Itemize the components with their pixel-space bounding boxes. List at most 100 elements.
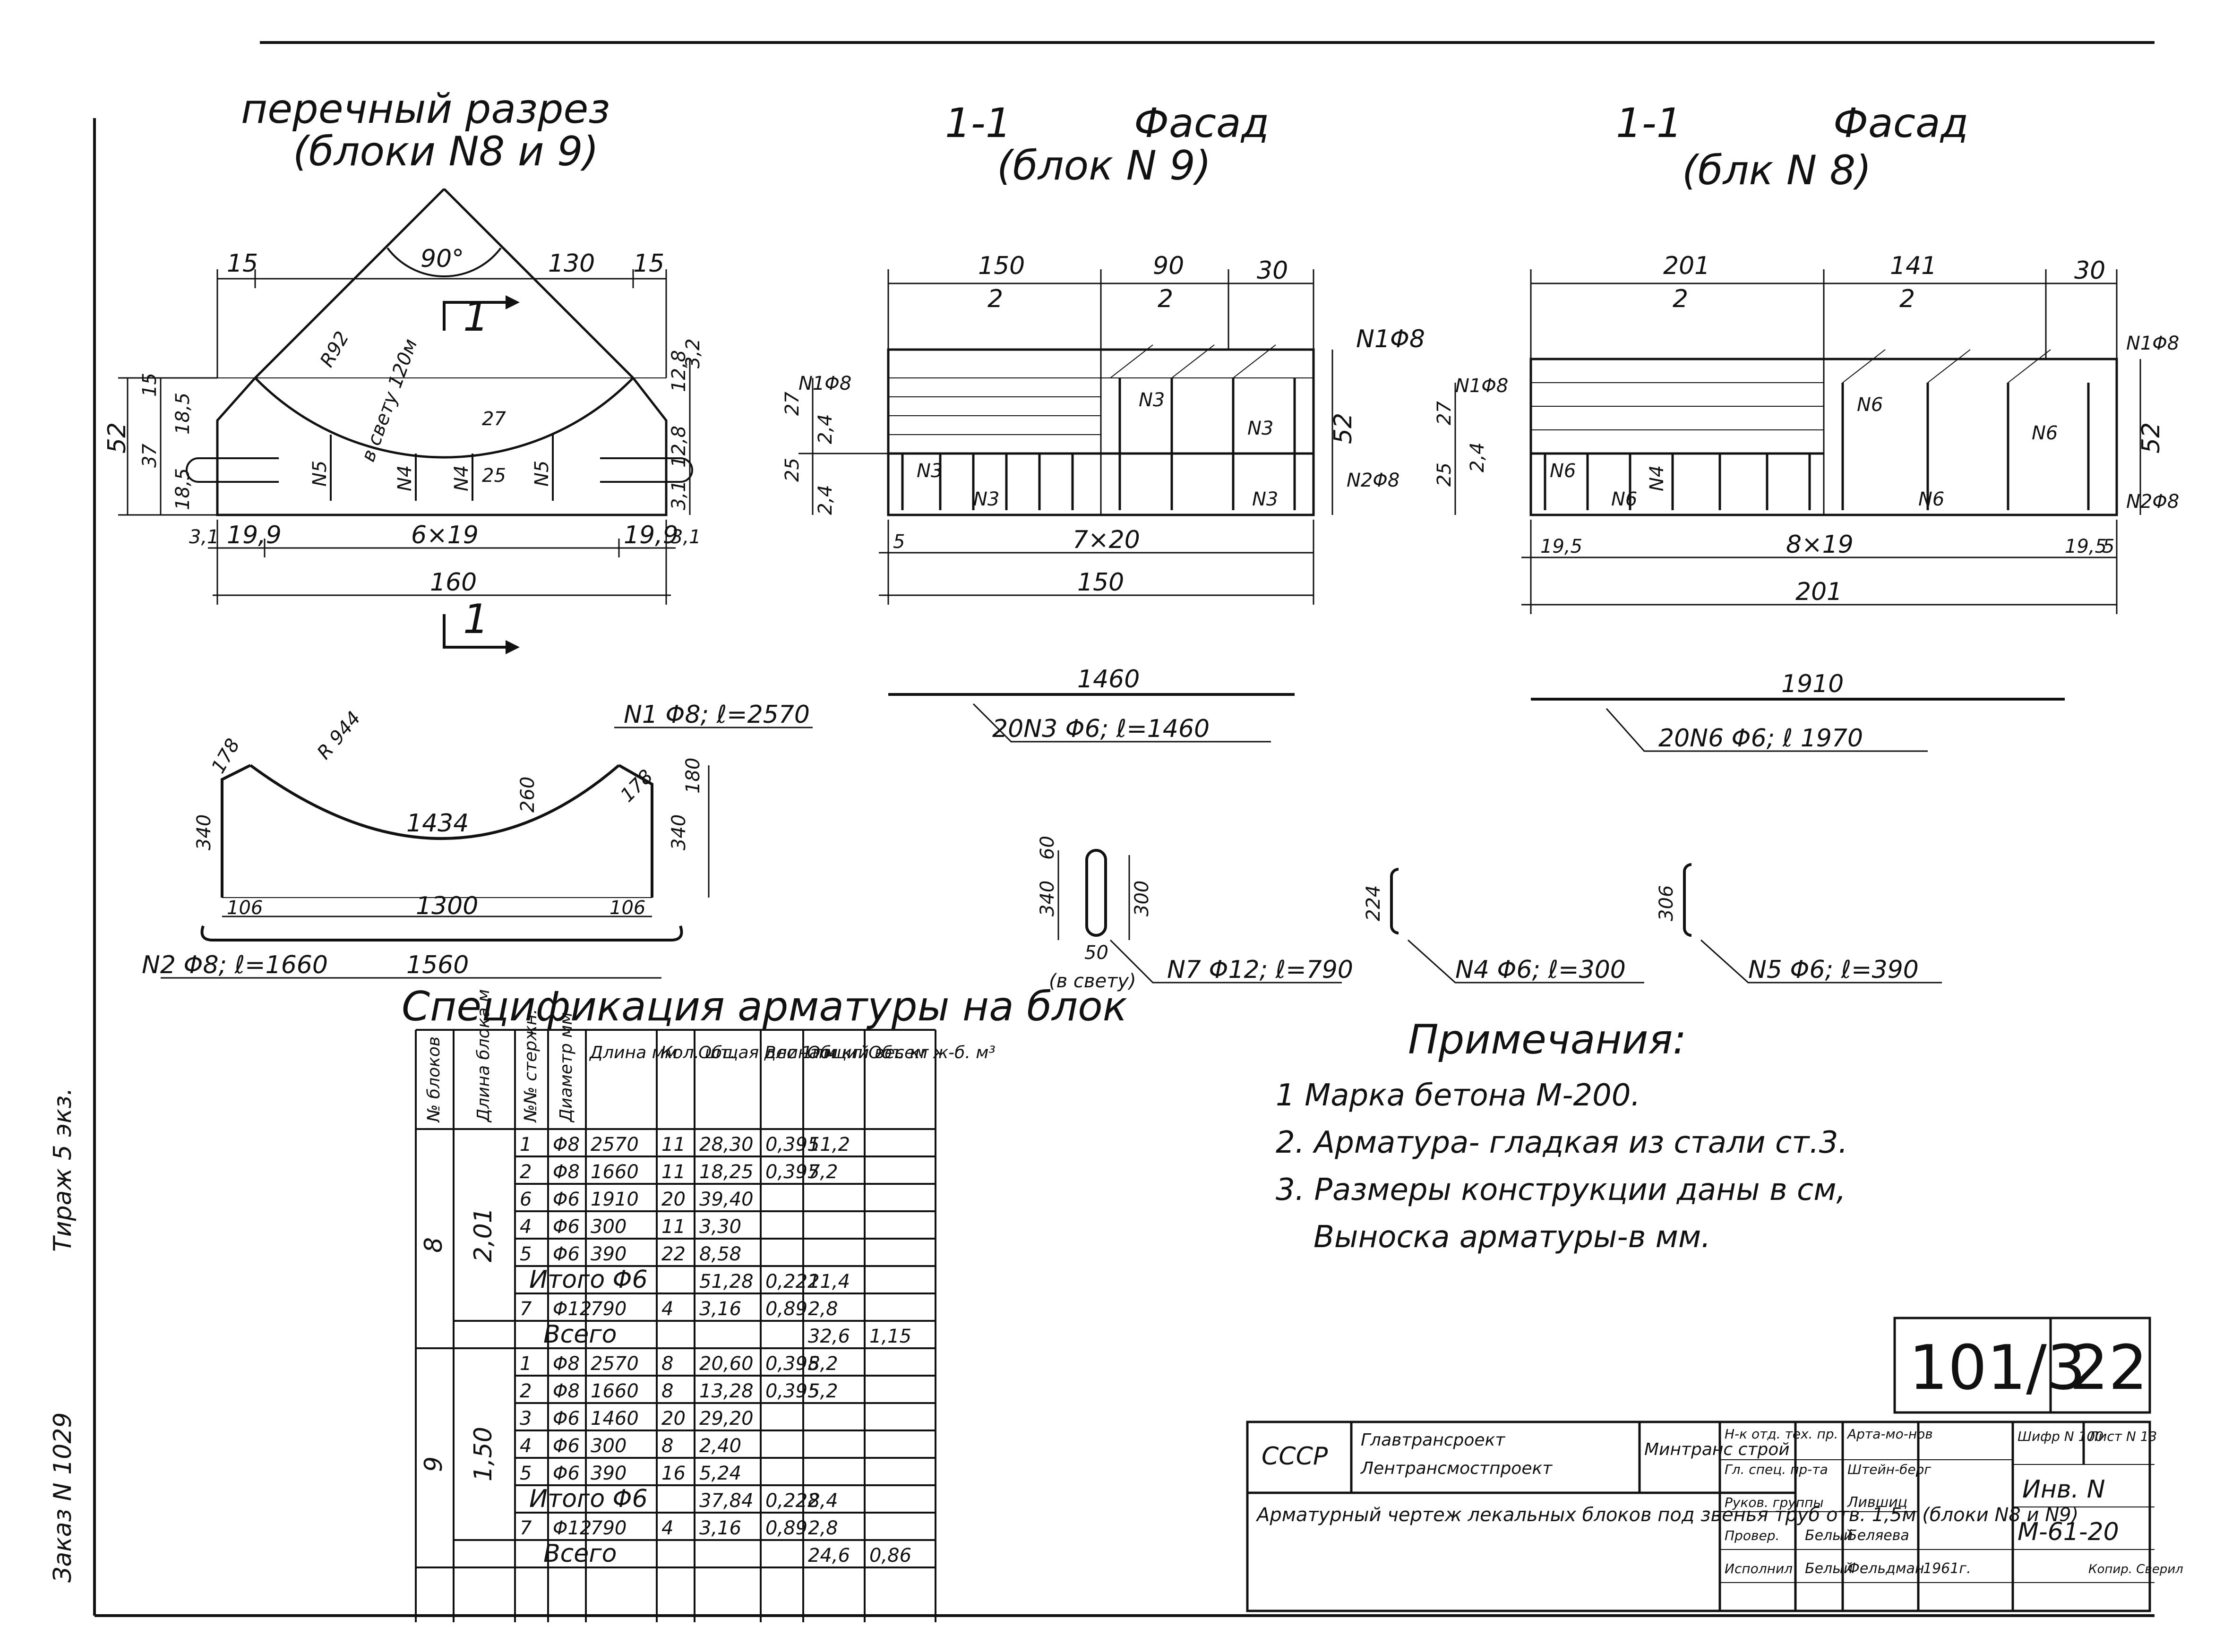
spec-cell: 8,4 [808, 1490, 838, 1512]
spec-cell: 3 [520, 1408, 532, 1429]
spec-cell: 0,395 [765, 1380, 820, 1402]
cross-bar-n5a: N5 [309, 461, 331, 487]
bar-n6-len: 1910 [1781, 670, 1844, 698]
spec-cell: 2 [520, 1380, 532, 1402]
facade9-dim-a-bot: 2 [987, 285, 1003, 313]
cross-clear: в свету 120м [357, 336, 421, 464]
spec-cell: 1 [520, 1134, 532, 1156]
cross-radius: R92 [316, 328, 353, 371]
stamp-name-1: Арта-мо-нов [1846, 1426, 1933, 1442]
facade8-n6b: N6 [1611, 488, 1637, 510]
facade8-dim-left2: 25 [1434, 462, 1455, 487]
spec-header: Общая длина м [698, 1043, 838, 1062]
spec-header: Общий вес кг [807, 1043, 929, 1062]
spec-cell: 51,28 [699, 1271, 754, 1292]
spec-header: №№ стержн. [521, 1009, 541, 1123]
stamp-org3: Лентрансмостпроект [1360, 1459, 1553, 1478]
facade9-dim-left2: 25 [781, 458, 803, 482]
stamp-code: Шифр N 100 [2018, 1429, 2103, 1444]
stamp-role-1: Н-к отд. тех. пр. [1725, 1426, 1838, 1442]
bar-n1-arc: 1434 [406, 809, 469, 838]
cross-dim-b-a: 19,9 [227, 521, 282, 549]
spec-total-label: Всего [543, 1320, 617, 1349]
bar-n7-h2: 340 [1037, 881, 1058, 916]
section-mark-top: 1 [463, 293, 489, 341]
spec-cell: 0,395 [765, 1353, 820, 1375]
bar-n7-w: 50 [1084, 942, 1108, 964]
spec-cell: Φ12 [553, 1517, 592, 1539]
margin-order: Заказ N 1029 [49, 1412, 77, 1583]
facade8-n6d: N6 [2032, 422, 2058, 444]
spec-cell: Φ8 [553, 1161, 580, 1183]
spec-cell: 390 [591, 1463, 627, 1484]
cross-bar-n4a: N4 [394, 465, 416, 491]
stamp-role-5: Исполнил [1725, 1561, 1793, 1576]
spec-block-length: 1,50 [469, 1427, 498, 1481]
stamp-org4: Минтранс строй [1644, 1440, 1790, 1459]
facade8-dim-bot-right: 19,5 [2065, 536, 2107, 557]
spec-cell: Φ6 [553, 1435, 580, 1457]
bar-n1-r: R 944 [313, 707, 365, 763]
bar-n1-260: 260 [517, 777, 539, 813]
spec-cell: 28,30 [699, 1134, 754, 1156]
facade8-dim-a-bot: 2 [1673, 285, 1688, 313]
facade8-dim-bot-mid: 8×19 [1786, 531, 1854, 559]
bar-n2-len: 1300 [416, 892, 478, 920]
facade-block9-view: 1-1 Фасад (блок N 9) N3 N3 N3 N3 N3 N1Φ8… [781, 100, 1425, 605]
spec-cell: 22 [661, 1243, 686, 1265]
cross-dim-h4: 18,5 [172, 468, 194, 510]
spec-cell: 24,6 [808, 1545, 850, 1566]
spec-cell: 4 [661, 1517, 673, 1539]
stamp-number: 101/3 [1909, 1332, 2086, 1404]
spec-block-no: 8 [420, 1237, 448, 1253]
facade-block8-view: 1-1 Фасад (блк N 8) N6 N6 N6 N6 N6 N4 N1… [1434, 100, 2179, 614]
bar-n6-label: 20N6 Φ6; ℓ 1970 [1658, 724, 1863, 753]
cross-angle: 90° [421, 245, 464, 273]
bar-n2-hook-b: 106 [610, 897, 645, 919]
spec-cell: 300 [591, 1435, 627, 1457]
bar-n7-label: N7 Φ12; ℓ=790 [1167, 956, 1353, 984]
notes-block: Примечания: 1 Марка бетона М-200. 2. Арм… [1276, 1016, 1848, 1255]
spec-cell: 32,6 [808, 1326, 850, 1347]
cross-dim-top-left: 15 [227, 249, 258, 278]
facade9-title: Фасад [1134, 100, 1269, 147]
cross-dim-r2: 3,2 [682, 338, 704, 368]
bar-n7-note: (в свету) [1049, 970, 1136, 992]
spec-cell: 18,25 [699, 1161, 754, 1183]
spec-header: Длина мм [589, 1043, 678, 1062]
spec-cell: 0,222 [765, 1271, 820, 1292]
spec-cell: 2 [520, 1161, 532, 1183]
spec-cell: 0,89 [765, 1298, 807, 1320]
facade8-n6e: N6 [1918, 488, 1944, 510]
spec-cell: 37,84 [699, 1490, 754, 1512]
bar-n2-label: N2 Φ8; ℓ=1660 [142, 951, 328, 979]
note-3: 3. Размеры конструкции даны в см, [1276, 1173, 1846, 1207]
facade8-n1-right: N1Φ8 [2126, 333, 2179, 354]
cross-dim-b-left: 3,1 [189, 526, 219, 548]
facade8-dim-a-top: 201 [1663, 252, 1710, 280]
facade9-dim-left3: 2,4 [815, 485, 836, 515]
bar-n4-shape: 224 N4 Φ6; ℓ=300 [1363, 868, 1644, 984]
spec-header: № блоков [424, 1036, 444, 1123]
spec-cell: 2,8 [808, 1298, 838, 1320]
cross-dim-total: 160 [430, 568, 477, 597]
facade9-n3a: N3 [917, 460, 943, 482]
facade9-dim-b-bot: 2 [1158, 285, 1173, 313]
stamp-sign-3: Белый [1805, 1527, 1853, 1544]
facade9-dim-left4: 2,4 [815, 414, 836, 444]
facade8-dim-left3: 2,4 [1467, 442, 1488, 472]
spec-cell: 20 [661, 1189, 686, 1210]
facade8-dim-bot-r2: 5 [2103, 536, 2114, 557]
stamp-role-4: Провер. [1725, 1528, 1779, 1543]
spec-cell: 8 [661, 1353, 673, 1375]
bar-n4-h: 224 [1363, 885, 1384, 921]
facade8-section: 1-1 [1616, 100, 1682, 147]
note-4: Выноска арматуры-в мм. [1314, 1220, 1711, 1255]
bar-n1-label: N1 Φ8; ℓ=2570 [624, 701, 810, 729]
spec-cell: 0,395 [765, 1134, 820, 1156]
facade8-dim-c: 30 [2074, 257, 2105, 285]
cross-bar-n4b: N4 [451, 465, 472, 491]
spec-cell: Φ8 [553, 1380, 580, 1402]
spec-cell: 1460 [591, 1408, 639, 1429]
stamp-org1: СССР [1262, 1442, 1328, 1471]
